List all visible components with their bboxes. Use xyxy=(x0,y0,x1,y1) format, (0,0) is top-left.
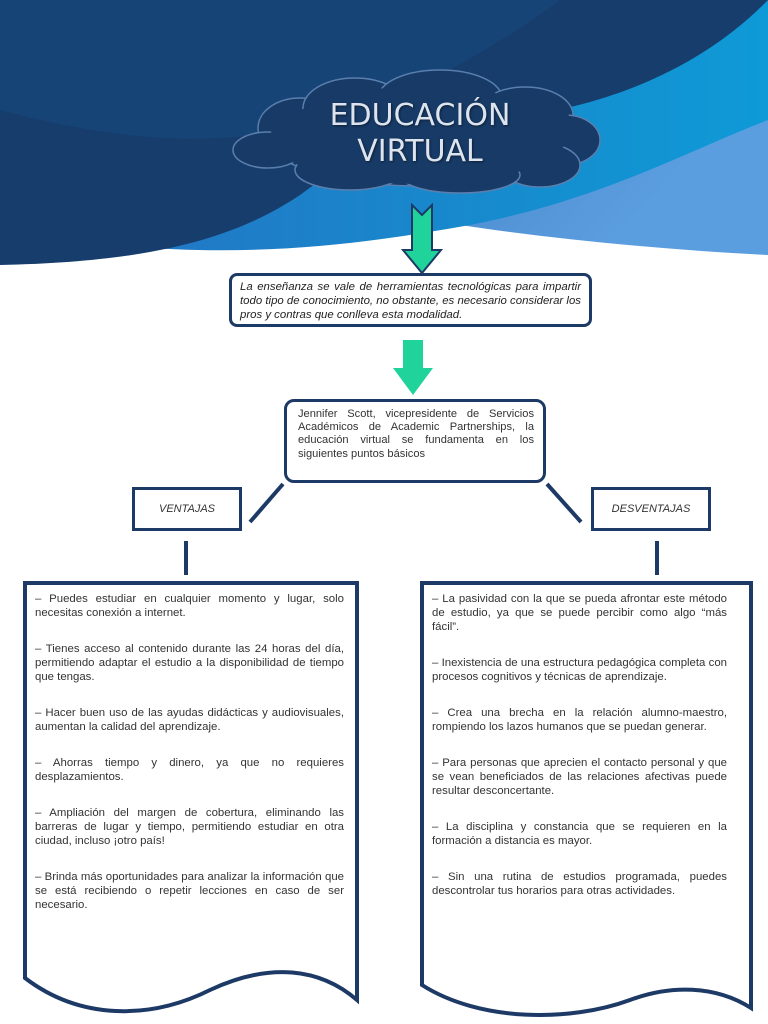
title-cloud xyxy=(232,69,601,194)
desventajas-item: – Inexistencia de una estructura pedagóg… xyxy=(432,657,727,683)
desventajas-list: – La pasividad con la que se pueda afron… xyxy=(432,592,727,920)
ventajas-item: – Ampliación del margen de cobertura, el… xyxy=(35,807,344,847)
source-box: Jennifer Scott, vicepresidente de Servic… xyxy=(284,399,546,483)
title-line-2: VIRTUAL xyxy=(357,134,483,169)
arrow-down-1 xyxy=(400,202,444,275)
ventajas-item: – Tienes acceso al contenido durante las… xyxy=(35,643,344,683)
desventajas-label: DESVENTAJAS xyxy=(591,487,711,531)
desventajas-item: – Para personas que aprecien el contacto… xyxy=(432,757,727,797)
header-wave-shade xyxy=(0,0,560,139)
title-line-1: EDUCACIÓN xyxy=(329,98,511,133)
ventajas-item: – Hacer buen uso de las ayudas didáctica… xyxy=(35,707,344,733)
ventajas-label: VENTAJAS xyxy=(132,487,242,531)
intro-box: La enseñanza se vale de herramientas tec… xyxy=(229,273,592,327)
ventajas-item: – Brinda más oportunidades para analizar… xyxy=(35,871,344,911)
ventajas-list: – Puedes estudiar en cualquier momento y… xyxy=(35,592,344,934)
desventajas-panel xyxy=(420,581,753,1017)
desventajas-item: – Sin una rutina de estudios programada,… xyxy=(432,871,727,897)
arrow-down-2 xyxy=(393,340,433,395)
desventajas-item: – Crea una brecha en la relación alumno-… xyxy=(432,707,727,733)
desventajas-item: – La pasividad con la que se pueda afron… xyxy=(432,593,727,633)
connector-left xyxy=(248,482,285,524)
ventajas-item: – Ahorras tiempo y dinero, ya que no req… xyxy=(35,757,344,783)
ventajas-item: – Puedes estudiar en cualquier momento y… xyxy=(35,593,344,619)
ventajas-panel xyxy=(23,581,359,1014)
desventajas-item: – La disciplina y constancia que se requ… xyxy=(432,821,727,847)
diagram-title: EDUCACIÓN VIRTUAL xyxy=(300,98,540,170)
connector-right xyxy=(545,482,583,524)
